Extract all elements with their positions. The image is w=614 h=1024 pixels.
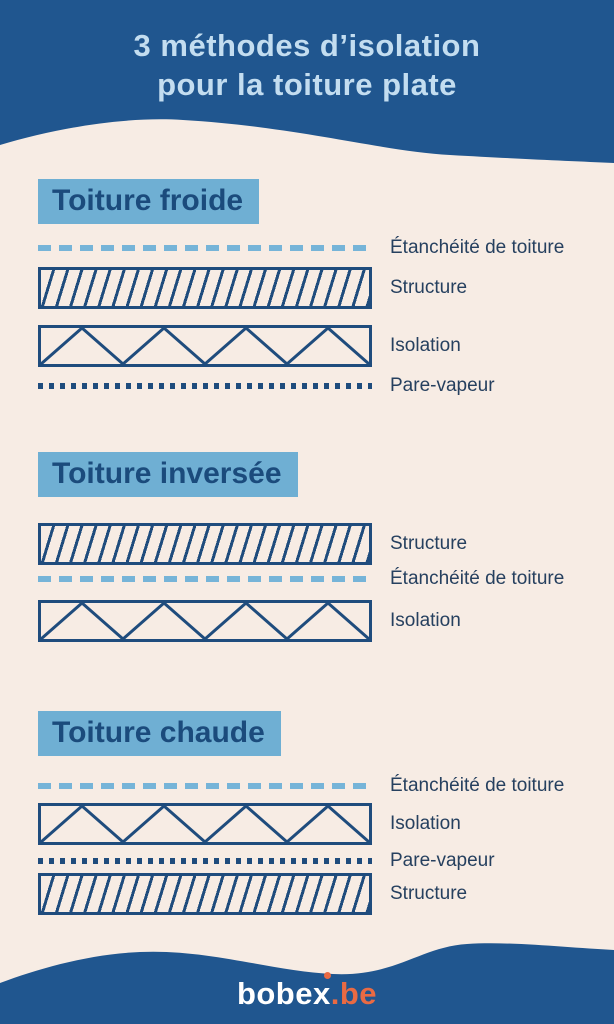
insulation-truss-rect-icon [38,325,372,367]
layer-row: Pare-vapeur [38,840,495,882]
layer-label: Pare-vapeur [390,850,495,871]
layer-label: Isolation [390,813,461,834]
layer-row: Structure [38,267,467,309]
layer-label: Pare-vapeur [390,375,495,396]
bobex-logo: bobex.be [0,972,614,1012]
logo-x-glyph: x [313,972,331,1012]
layer-label: Structure [390,277,468,298]
footer-wave-shape [0,943,614,1024]
layer-row: Isolation [38,325,461,367]
layer-label: Étanchéité de toiture [390,568,565,589]
vapor-barrier-dotted-line-icon [38,365,372,407]
layer-label: Étanchéité de toiture [390,237,565,258]
header-wave-shape [0,115,614,163]
header-banner [0,0,614,116]
layer-label: Structure [390,883,468,904]
layer-row: Pare-vapeur [38,365,495,407]
layer-row: Isolation [38,803,461,845]
layer-label: Isolation [390,610,461,631]
layer-label: Structure [390,533,468,554]
structure-hatched-rect-icon [38,267,372,309]
layer-row: Structure [38,523,467,565]
waterproofing-dashed-line-icon [38,765,372,807]
section-title-toiture-chaude: Toiture chaude [38,711,281,756]
layer-label: Étanchéité de toiture [390,775,565,796]
layer-row: Isolation [38,600,461,642]
waterproofing-dashed-line-icon [38,227,372,269]
page-title: 3 méthodes d’isolation pour la toiture p… [0,26,614,104]
logo-text-prefix: bobe [236,976,313,1011]
layer-row: Structure [38,873,467,915]
insulation-truss-rect-icon [38,803,372,845]
structure-hatched-rect-icon [38,523,372,565]
vapor-barrier-dotted-line-icon [38,840,372,882]
section-title-toiture-inversee: Toiture inversée [38,452,298,497]
insulation-truss-rect-icon [38,600,372,642]
logo-text-tld: .be [330,976,378,1011]
waterproofing-dashed-line-icon [38,558,372,600]
logo-dot-icon [323,972,331,979]
layer-row: Étanchéité de toiture [38,558,564,600]
page-title-line2: pour la toiture plate [157,67,457,102]
structure-hatched-rect-icon [38,873,372,915]
layer-label: Isolation [390,335,461,356]
layer-row: Étanchéité de toiture [38,765,564,807]
section-title-toiture-froide: Toiture froide [38,179,260,224]
page-title-line1: 3 méthodes d’isolation [133,28,481,63]
layer-row: Étanchéité de toiture [38,227,564,269]
